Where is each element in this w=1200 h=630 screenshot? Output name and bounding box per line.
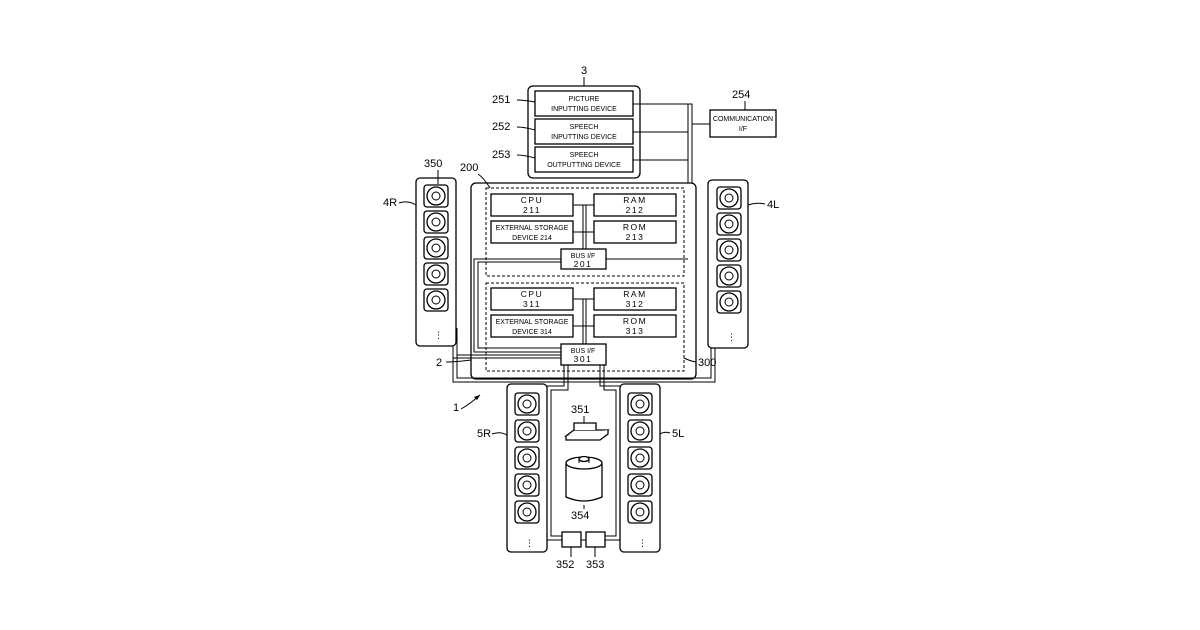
disc-icon [720,293,738,311]
ref-4l: 4L [767,199,779,211]
ref-5l: 5L [672,428,684,440]
ref-351: 351 [571,404,589,416]
ref-353: 353 [586,559,604,571]
disc-rack-5r: ⋮ 5R [477,384,547,552]
disc-icon [631,395,649,413]
ref-354: 354 [571,510,589,522]
storage-314-ref: DEVICE 314 [512,329,552,336]
disc-icon [518,395,536,413]
ram-212-ref: 212 [626,205,645,215]
cpu-311-title: CPU [521,289,543,299]
cpu-211-title: CPU [521,195,543,205]
disc-icon [720,215,738,233]
rack-5l-ellipsis: ⋮ [638,539,647,549]
disc-rack-4l: ⋮ 4L [708,180,779,348]
picture-input-label-1: PICTURE [569,96,600,103]
ref-1: 1 [453,402,459,414]
ref-300: 300 [698,357,716,369]
picture-input-label-2: INPUTTING DEVICE [551,106,617,113]
ref-350: 350 [424,158,442,170]
disc-rack-4r: ⋮ 4R 350 [383,158,456,346]
disc-icon [427,187,445,205]
disc-icon [427,265,445,283]
disc-icon [518,449,536,467]
ref-251: 251 [492,94,510,106]
disc-rack-5l: ⋮ 5L [620,384,684,552]
disc-icon [518,503,536,521]
ref-2: 2 [436,357,442,369]
storage-314-title: EXTERNAL STORAGE [496,319,569,326]
disc-icon [720,241,738,259]
stocker-354: 354 [566,457,602,523]
ref-254: 254 [732,89,750,101]
disc-icon [631,422,649,440]
cpu-311-ref: 311 [523,299,541,309]
speech-output-label-1: SPEECH [570,152,599,159]
speech-input-label-2: INPUTTING DEVICE [551,134,617,141]
comm-label-1: COMMUNICATION [713,116,773,123]
disc-icon [631,503,649,521]
ref-200: 200 [460,162,478,174]
ref-253: 253 [492,149,510,161]
bus-201-ref: 201 [574,259,593,269]
ref-4r: 4R [383,197,397,209]
bus-301-ref: 301 [574,354,593,364]
rack-5r-ellipsis: ⋮ [525,539,534,549]
disc-icon [720,267,738,285]
rack-4l-ellipsis: ⋮ [727,333,736,343]
disc-icon [427,239,445,257]
ref-252: 252 [492,121,510,133]
disc-icon [427,291,445,309]
ram-212-title: RAM [623,195,646,205]
picture-speech-unit: PICTURE INPUTTING DEVICE SPEECH INPUTTIN… [492,65,640,178]
boxes-352-353: 352 353 [556,532,605,571]
speech-input-label-1: SPEECH [570,124,599,131]
ref-352: 352 [556,559,574,571]
rom-313-title: ROM [623,316,647,326]
communication-interface: COMMUNICATION I/F 254 [710,89,776,137]
storage-214-title: EXTERNAL STORAGE [496,225,569,232]
rom-313-ref: 313 [626,326,645,336]
disc-icon [427,213,445,231]
disc-icon [631,449,649,467]
ref-3: 3 [581,65,587,77]
picker-351: 351 [566,404,608,440]
disc-icon [518,476,536,494]
rom-213-ref: 213 [626,232,645,242]
ram-312-title: RAM [623,289,646,299]
rom-213-title: ROM [623,222,647,232]
system-ref: 1 [453,395,480,414]
disc-icon [518,422,536,440]
ram-312-ref: 312 [626,299,645,309]
cpu-211-ref: 211 [523,205,541,215]
comm-label-2: I/F [739,126,747,133]
disc-icon [720,189,738,207]
ref-5r: 5R [477,428,491,440]
speech-output-label-2: OUTPUTTING DEVICE [547,162,621,169]
rack-4r-ellipsis: ⋮ [434,331,443,341]
disc-icon [631,476,649,494]
storage-214-ref: DEVICE 214 [512,235,552,242]
